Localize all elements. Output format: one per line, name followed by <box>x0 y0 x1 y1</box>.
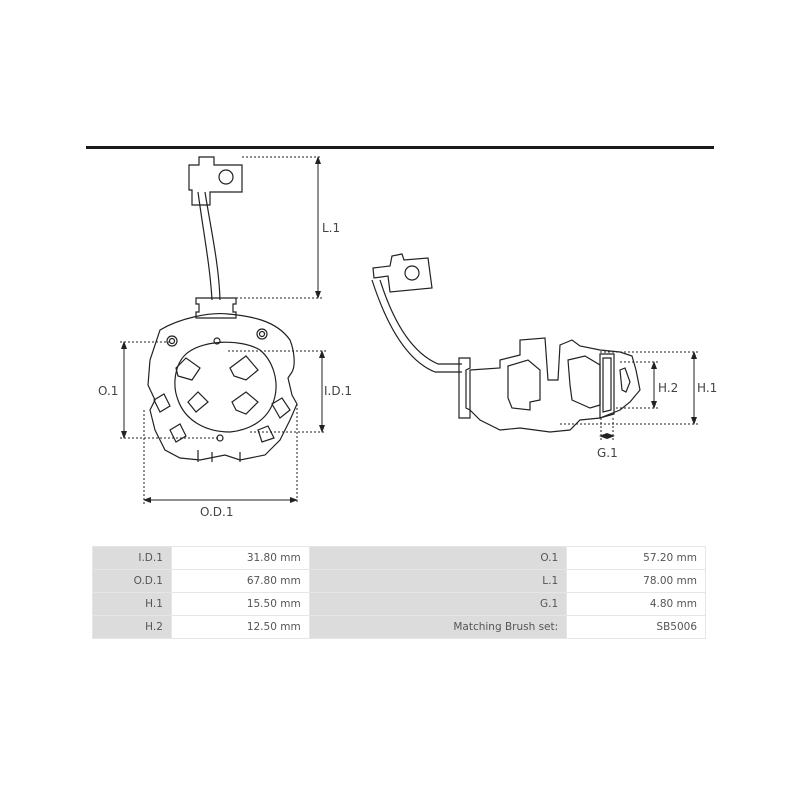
table-row: H.2 12.50 mm Matching Brush set: SB5006 <box>92 615 706 639</box>
front-view <box>147 156 298 462</box>
dim-label-g1: G.1 <box>597 446 618 460</box>
terminal-hole-icon <box>404 265 420 281</box>
spec-label: H.2 <box>92 615 172 639</box>
spec-value: 31.80 mm <box>170 546 310 570</box>
front-dimensions <box>120 156 326 504</box>
dim-label-id1: I.D.1 <box>324 384 352 398</box>
spec-value: 15.50 mm <box>170 592 310 616</box>
spec-value: 12.50 mm <box>170 615 310 639</box>
spec-label: L.1 <box>308 569 568 593</box>
spec-label: O.D.1 <box>92 569 172 593</box>
spec-value: 78.00 mm <box>566 569 706 593</box>
dim-label-h1: H.1 <box>697 381 717 395</box>
spec-label: H.1 <box>92 592 172 616</box>
table-row: H.1 15.50 mm G.1 4.80 mm <box>92 592 706 616</box>
dim-label-od1: O.D.1 <box>200 505 233 519</box>
header-rule <box>86 146 714 149</box>
spec-value: 4.80 mm <box>566 592 706 616</box>
spec-label: G.1 <box>308 592 568 616</box>
spec-value: 57.20 mm <box>566 546 706 570</box>
technical-drawing: L.1 O.1 I.D.1 O.D.1 H.2 H.1 G.1 <box>98 156 717 519</box>
spec-label: O.1 <box>308 546 568 570</box>
table-row: I.D.1 31.80 mm O.1 57.20 mm <box>92 546 706 570</box>
table-row: O.D.1 67.80 mm L.1 78.00 mm <box>92 569 706 593</box>
dim-label-o1: O.1 <box>98 384 118 398</box>
side-view <box>371 253 641 433</box>
terminal-hole-icon <box>218 169 234 185</box>
side-dimensions <box>560 351 698 440</box>
spec-value-matching-brush-set: SB5006 <box>566 615 706 639</box>
dim-label-h2: H.2 <box>658 381 678 395</box>
spec-value: 67.80 mm <box>170 569 310 593</box>
spec-label: I.D.1 <box>92 546 172 570</box>
dim-label-l1: L.1 <box>322 221 340 235</box>
specs-table: I.D.1 31.80 mm O.1 57.20 mm O.D.1 67.80 … <box>92 546 706 639</box>
spec-label-matching-brush-set: Matching Brush set: <box>308 615 568 639</box>
